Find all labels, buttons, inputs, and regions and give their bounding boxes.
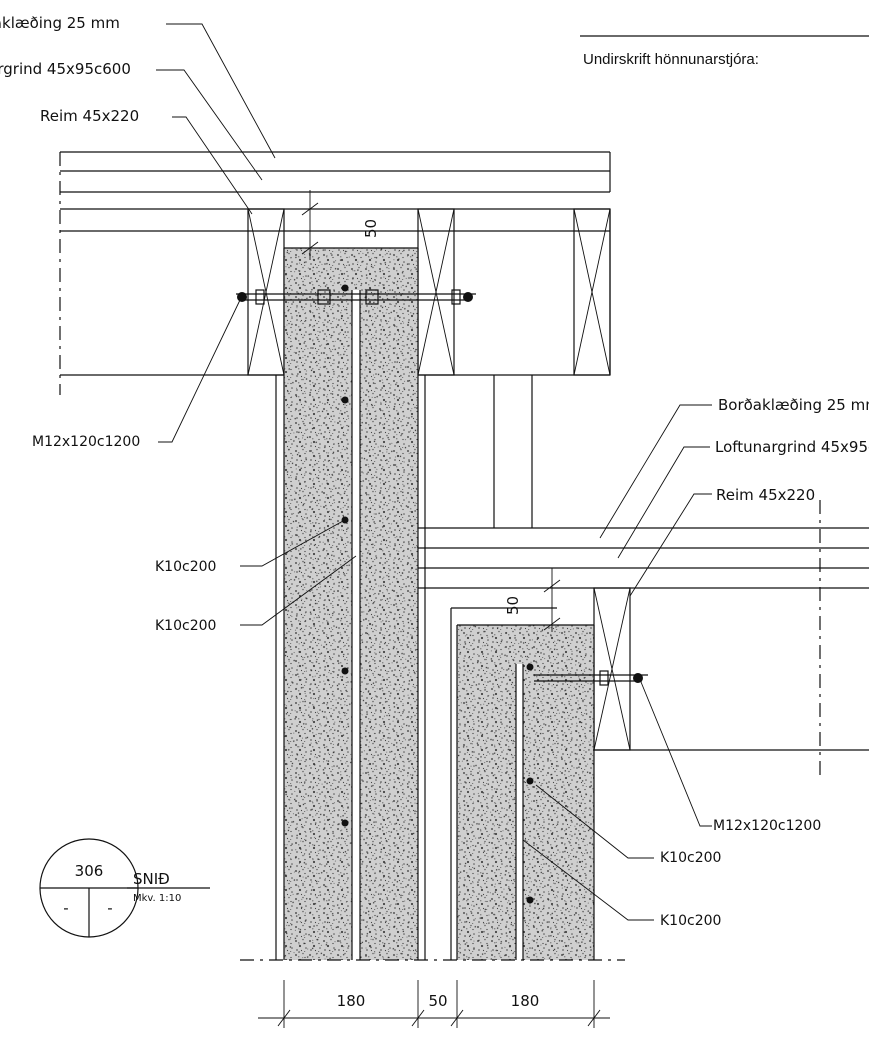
svg-text:50: 50	[504, 596, 522, 615]
signature-label: Undirskrift hönnunarstjóra:	[583, 51, 759, 68]
lower-gap-dimension: 50	[504, 568, 561, 632]
lower-beam	[593, 587, 631, 751]
lower-rebar-dots	[526, 663, 534, 904]
section-left-ref: -	[63, 899, 68, 917]
lower-cladding-label: Borðaklæðing 25 mm	[718, 396, 869, 414]
upper-ceiling	[59, 151, 611, 395]
upper-annotations: Borðaklæðing 25 mm Loftunargrind 45x95c6…	[0, 14, 357, 634]
tall-concrete-wall	[275, 247, 426, 960]
section-right-ref: -	[107, 899, 112, 917]
upper-beam-label: Reim 45x220	[40, 107, 139, 125]
short-concrete-wall	[450, 607, 595, 960]
upper-rebar-label-b: K10c200	[155, 618, 216, 634]
lower-rebar-label-b: K10c200	[660, 913, 721, 929]
upper-bolt	[236, 289, 476, 305]
lower-rebar-label-a: K10c200	[660, 850, 721, 866]
lower-ceiling	[418, 500, 869, 780]
section-title: SNIÐ	[133, 870, 170, 888]
lower-bolt	[534, 670, 648, 686]
upper-rebar-label-a: K10c200	[155, 559, 216, 575]
section-scale: Mkv. 1:10	[133, 893, 181, 904]
upper-cladding-label: Borðaklæðing 25 mm	[0, 14, 120, 32]
wall-dimensions: 180 50 180	[258, 980, 610, 1028]
upper-rebar-dots	[341, 284, 349, 827]
svg-text:50: 50	[362, 219, 380, 238]
lower-annotations: Borðaklæðing 25 mm Loftunargrind 45x95c6…	[522, 396, 869, 929]
section-tag: 306 - - SNIÐ Mkv. 1:10	[39, 838, 210, 938]
lower-ventilation-grid-label: Loftunargrind 45x95c600	[715, 438, 869, 456]
timber-post	[493, 375, 533, 528]
lower-beam-label: Reim 45x220	[716, 486, 815, 504]
upper-bolt-label: M12x120c1200	[32, 434, 140, 450]
svg-text:180: 180	[511, 992, 540, 1010]
svg-text:180: 180	[337, 992, 366, 1010]
upper-gap-dimension: 50	[301, 190, 380, 260]
lower-bolt-label: M12x120c1200	[713, 818, 821, 834]
upper-ventilation-grid-label: Loftunargrind 45x95c600	[0, 60, 131, 78]
section-number: 306	[75, 862, 104, 880]
svg-text:50: 50	[428, 992, 447, 1010]
